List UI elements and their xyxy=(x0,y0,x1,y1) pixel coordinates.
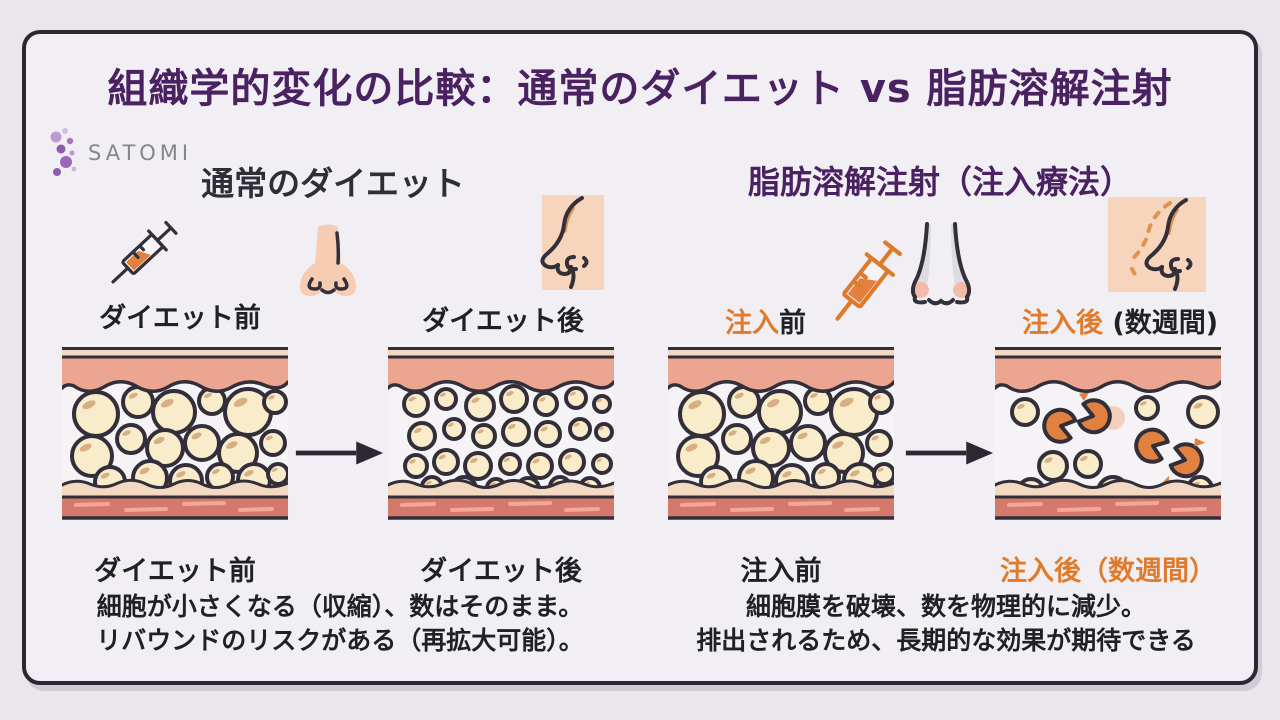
right-description-line1: 細胞膜を破壊、数を物理的に減少。 xyxy=(745,592,1146,621)
arrow-right-icon xyxy=(903,438,995,468)
right-top-before-label: 注入前 xyxy=(725,308,806,339)
right-bottom-before-label: 注入前 xyxy=(740,556,822,587)
syringe-icon xyxy=(96,206,192,299)
right-column-heading: 脂肪溶解注射（注入療法） xyxy=(747,163,1132,201)
left-description-line1: 細胞が小さくなる（収縮）、数はそのまま。 xyxy=(96,592,584,621)
nose-front-icon xyxy=(292,221,364,305)
left-bottom-after-label: ダイエット後 xyxy=(420,556,582,587)
left-top-after-label: ダイエット後 xyxy=(422,306,584,337)
tissue-after-diet-diagram xyxy=(388,344,614,520)
brand-name: SATOMI xyxy=(88,141,193,165)
tissue-before-injection-diagram xyxy=(668,344,894,520)
tissue-before-diet-diagram xyxy=(62,344,288,520)
right-top-after-label: 注入後 (数週間) xyxy=(1021,308,1219,339)
left-column-heading: 通常のダイエット xyxy=(201,164,465,203)
orange-syringe-icon xyxy=(817,226,917,336)
left-description-line2: リバウンドのリスクがある（再拡大可能）。 xyxy=(96,626,584,655)
right-description-line2: 排出されるため、長期的な効果が期待できる xyxy=(696,626,1196,655)
left-description: 細胞が小さくなる（収縮）、数はそのまま。 リバウンドのリスクがある（再拡大可能）… xyxy=(36,590,644,658)
left-top-before-label: ダイエット前 xyxy=(99,303,261,334)
nose-profile-reduced-icon xyxy=(1058,197,1208,294)
nose-front-cartilage-icon xyxy=(903,220,979,312)
tissue-after-injection-diagram xyxy=(995,344,1221,520)
arrow-right-icon xyxy=(293,438,385,468)
right-bottom-after-label: 注入後（数週間） xyxy=(1000,556,1216,587)
logo-dots-icon xyxy=(50,128,77,176)
left-bottom-before-label: ダイエット前 xyxy=(94,556,256,587)
brand-logo: SATOMI xyxy=(46,126,192,180)
page-title: 組織学的変化の比較：通常のダイエット vs 脂肪溶解注射 xyxy=(107,66,1173,112)
right-description: 細胞膜を破壊、数を物理的に減少。 排出されるため、長期的な効果が期待できる xyxy=(646,590,1246,658)
nose-profile-icon xyxy=(494,195,604,292)
